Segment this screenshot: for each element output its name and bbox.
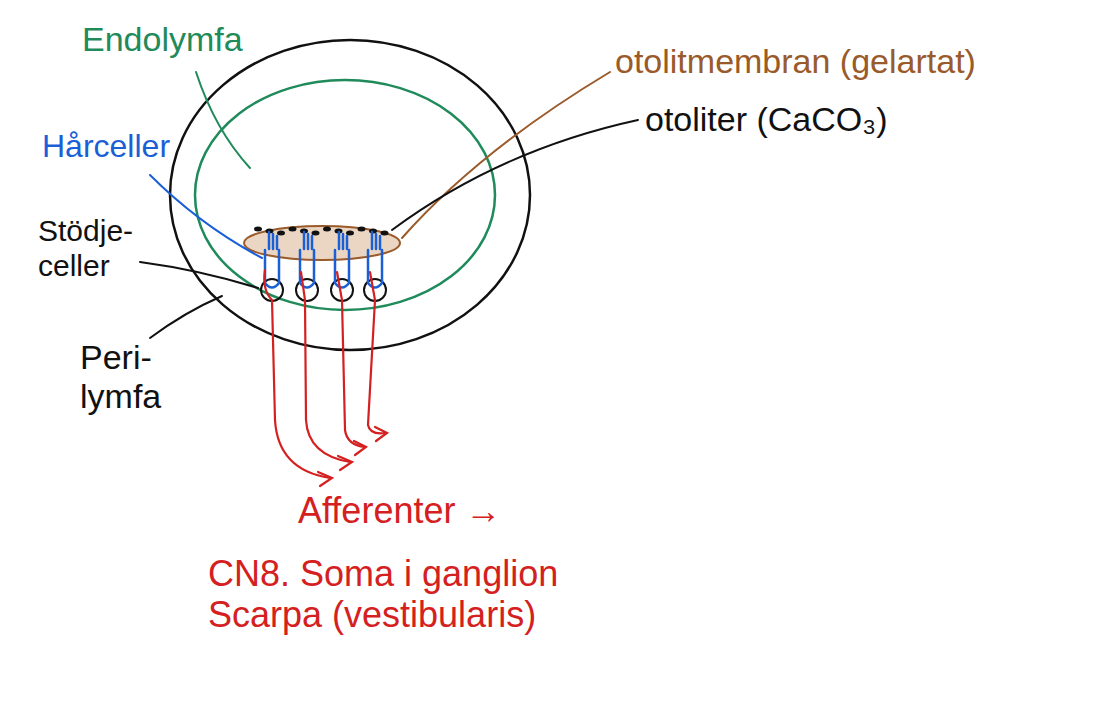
otolith bbox=[358, 227, 366, 232]
leader-line bbox=[196, 72, 250, 168]
fibre-arrowhead bbox=[354, 441, 366, 455]
outer-wall bbox=[170, 40, 530, 350]
leader-line bbox=[150, 296, 222, 338]
part-label: otoliter (CaCO₃) bbox=[645, 100, 887, 139]
otolith bbox=[323, 227, 331, 232]
region-label: Peri- lymfa bbox=[80, 338, 180, 416]
label-holder: otoliter (CaCO₃) bbox=[645, 100, 887, 139]
hair-cells bbox=[265, 232, 382, 288]
label-holder: otolitmembran (gelartat) bbox=[615, 42, 976, 81]
leader-line bbox=[402, 72, 610, 238]
otolith bbox=[289, 227, 297, 232]
region-label: Endolymfa bbox=[82, 20, 243, 59]
stereocilia bbox=[339, 232, 347, 249]
label-holder: Endolymfa bbox=[82, 20, 243, 59]
part-label: Hårceller bbox=[42, 128, 170, 165]
label-holder: Stödje- celler bbox=[38, 214, 150, 283]
hair-cell bbox=[265, 250, 279, 288]
stereocilia bbox=[372, 232, 380, 249]
stereocilia bbox=[269, 232, 277, 249]
leader-line bbox=[150, 175, 262, 258]
leader-line bbox=[392, 120, 638, 230]
otolith bbox=[312, 231, 320, 236]
part-label: Afferenter → bbox=[298, 490, 501, 531]
part-label: otolitmembran (gelartat) bbox=[615, 42, 976, 81]
fibre-arrowhead bbox=[318, 472, 332, 486]
stereocilia bbox=[304, 232, 312, 249]
label-holder: Peri- lymfa bbox=[80, 338, 180, 416]
label-holder: Afferenter → bbox=[298, 490, 501, 531]
otolith bbox=[254, 227, 262, 232]
label-holder: Hårceller bbox=[42, 128, 170, 165]
otolith bbox=[277, 231, 285, 236]
endolymph-boundary bbox=[195, 80, 495, 310]
afferent-fibre bbox=[337, 272, 365, 447]
hair-cell bbox=[335, 250, 349, 288]
fibre-arrowhead bbox=[375, 427, 387, 441]
leader-lines bbox=[140, 72, 638, 338]
otolith bbox=[381, 231, 389, 236]
note-label: CN8. Soma i ganglion Scarpa (vestibulari… bbox=[208, 553, 648, 636]
part-label: Stödje- celler bbox=[38, 214, 150, 283]
afferent-fibres bbox=[264, 270, 387, 486]
fibre-arrowhead bbox=[338, 456, 352, 470]
afferent-fibre bbox=[264, 270, 330, 478]
label-holder: CN8. Soma i ganglion Scarpa (vestibulari… bbox=[208, 553, 648, 636]
otolith-membrane bbox=[244, 226, 400, 260]
hair-cell bbox=[368, 250, 382, 288]
afferent-fibre bbox=[368, 272, 385, 433]
otolith bbox=[346, 231, 354, 236]
leader-line bbox=[140, 262, 258, 288]
